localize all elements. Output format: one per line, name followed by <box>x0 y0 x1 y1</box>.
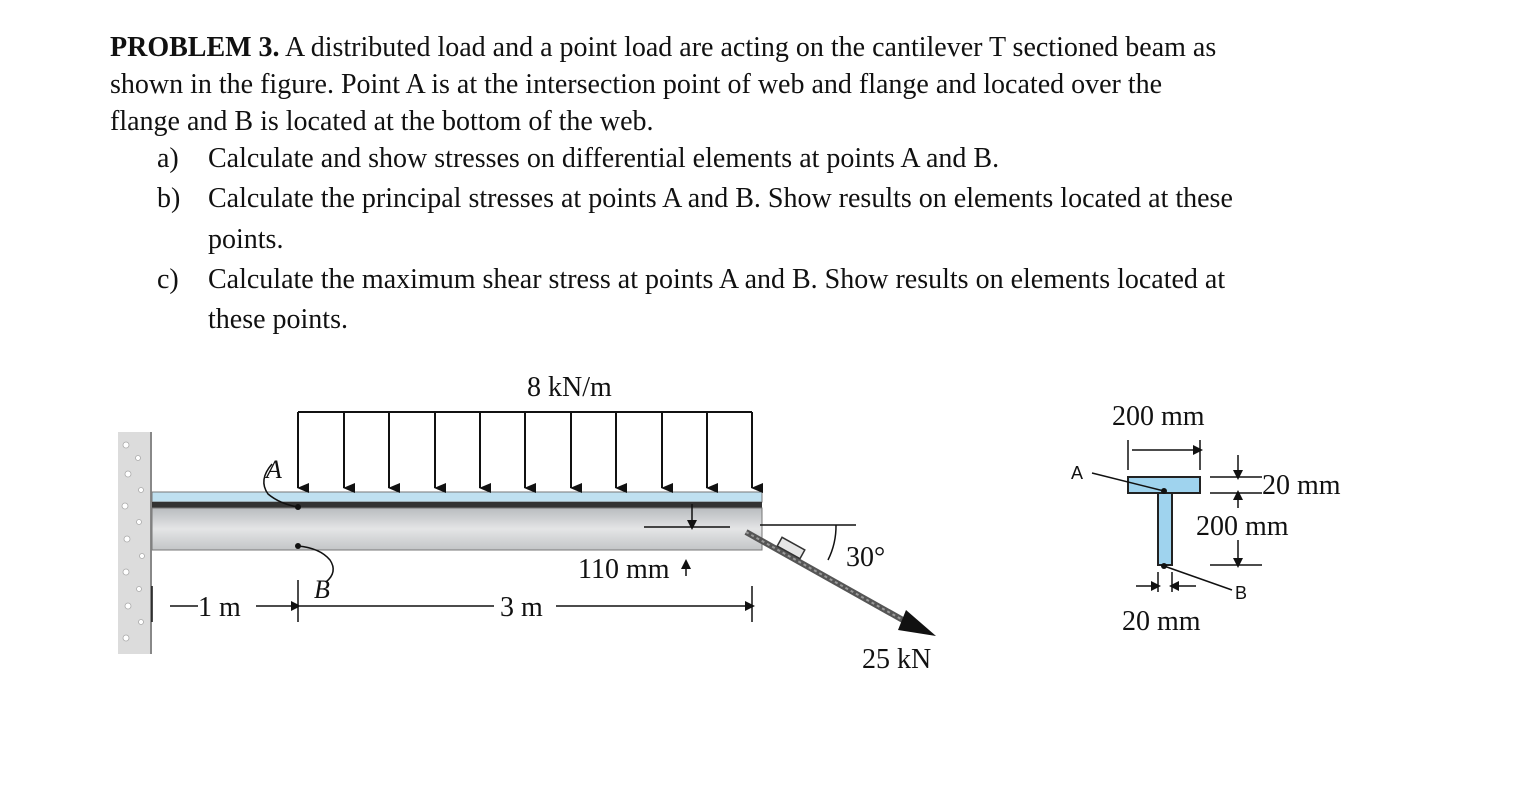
beam-point-b-label: B <box>314 575 330 604</box>
dim-1m-label: 1 m <box>198 592 241 623</box>
point-a-dot <box>295 504 301 510</box>
part-a-text: Calculate and show stresses on different… <box>208 143 1000 174</box>
point-b-leader <box>297 545 334 583</box>
problem-number: PROBLEM 3. <box>110 32 280 63</box>
height-dimensions <box>1210 455 1262 568</box>
offset-label: 110 mm <box>578 554 670 585</box>
problem-intro-3: flange and B is located at the bottom of… <box>110 106 654 137</box>
wall-block <box>118 432 152 654</box>
part-b-text-1: Calculate the principal stresses at poin… <box>208 183 1233 214</box>
part-b-text-2: points. <box>208 224 284 255</box>
part-c-text-2: these points. <box>208 304 348 335</box>
distributed-load-label: 8 kN/m <box>527 372 612 403</box>
part-a-marker: a) <box>157 143 179 174</box>
dim-3m-label: 3 m <box>500 592 543 623</box>
angle-arc <box>827 524 837 561</box>
part-c-marker: c) <box>157 264 179 295</box>
cable-point-load <box>744 529 936 636</box>
flange-width-dimension <box>1127 440 1203 470</box>
part-c-text-1: Calculate the maximum shear stress at po… <box>208 264 1226 295</box>
t-section <box>1127 476 1201 569</box>
flange-width-label: 200 mm <box>1112 401 1205 432</box>
beam-point-a-label: A <box>264 455 282 484</box>
section-point-a-label: A <box>1071 463 1083 483</box>
web-thickness-label: 20 mm <box>1122 606 1201 637</box>
offset-dimension <box>644 504 730 576</box>
beam-flange-top <box>151 491 763 503</box>
problem-intro-2: shown in the figure. Point A is at the i… <box>110 69 1163 100</box>
part-b-marker: b) <box>157 183 181 214</box>
point-load-label: 25 kN <box>862 644 931 675</box>
section-b-leader <box>1163 565 1233 591</box>
beam <box>151 491 763 551</box>
point-a-leader <box>263 463 299 508</box>
web-thickness-dimension <box>1136 572 1196 592</box>
flange-thickness-label: 20 mm <box>1262 470 1341 501</box>
t-section-web <box>1157 492 1173 566</box>
angle-label: 30° <box>846 542 885 573</box>
section-point-b-label: B <box>1235 583 1247 603</box>
length-dimension <box>151 580 755 622</box>
beam-web <box>151 507 763 551</box>
problem-intro-1: A distributed load and a point load are … <box>279 32 1217 63</box>
distributed-load <box>297 411 763 493</box>
section-a-leader <box>1091 472 1165 492</box>
wall-support <box>118 432 152 654</box>
web-height-label: 200 mm <box>1196 511 1289 542</box>
problem-line-1: PROBLEM 3. A distributed load and a poin… <box>110 34 1216 62</box>
